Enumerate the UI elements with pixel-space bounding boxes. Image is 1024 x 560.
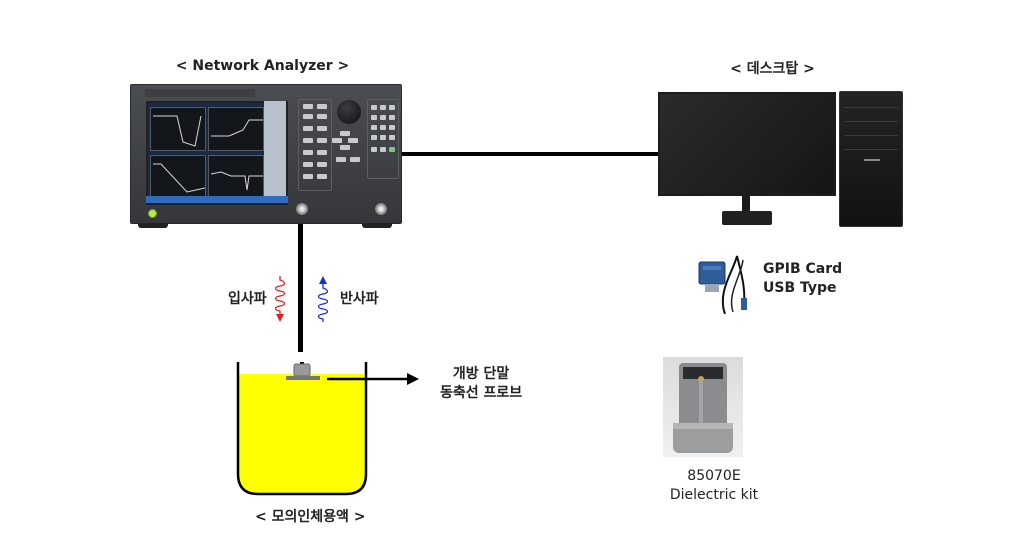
pc-tower-icon xyxy=(839,91,903,227)
key xyxy=(389,125,395,130)
key xyxy=(317,104,327,109)
trace-3 xyxy=(153,163,206,193)
key xyxy=(317,162,327,167)
key xyxy=(303,174,313,179)
key xyxy=(336,157,346,162)
desktop-title: < 데스크탑 > xyxy=(730,61,815,77)
incident-wave-arrow-icon xyxy=(274,276,286,322)
key xyxy=(303,138,313,143)
probe-label-line2: 동축선 프로브 xyxy=(440,385,523,401)
key xyxy=(380,105,386,110)
network-analyzer-icon xyxy=(130,84,402,224)
gpib-label: GPIB Card USB Type xyxy=(763,260,842,298)
power-button-icon xyxy=(148,209,157,218)
reflected-wave-label: 반사파 xyxy=(340,291,379,307)
key xyxy=(317,138,327,143)
screen-plot-4 xyxy=(208,155,264,199)
key xyxy=(389,135,395,140)
dielectric-probe-icon xyxy=(673,363,733,453)
key xyxy=(317,126,327,131)
network-analyzer-title: < Network Analyzer > xyxy=(175,58,350,74)
analyzer-foot xyxy=(138,223,168,228)
analyzer-foot xyxy=(362,223,392,228)
solution-label: < 모의인체용액 > xyxy=(255,509,366,525)
key xyxy=(340,145,350,150)
key xyxy=(332,138,342,143)
monitor-icon xyxy=(658,92,836,196)
dielectric-kit-model: 85070E xyxy=(687,468,741,484)
analyzer-statusbar xyxy=(146,196,288,203)
drive-bay xyxy=(844,138,898,150)
key xyxy=(371,115,377,120)
beaker-icon xyxy=(236,362,368,496)
key xyxy=(340,131,350,136)
key xyxy=(389,105,395,110)
pc-brand-logo xyxy=(864,159,880,161)
key xyxy=(380,125,386,130)
drive-bay xyxy=(844,96,898,108)
key xyxy=(303,114,313,119)
key xyxy=(317,114,327,119)
gpib-cable-line xyxy=(402,152,658,156)
screen-plot-1 xyxy=(150,107,206,151)
probe-label: 개방 단말 동축선 프로브 xyxy=(440,365,522,403)
drive-bay xyxy=(844,110,898,122)
key xyxy=(380,115,386,120)
probe-pointer-arrow-icon xyxy=(327,373,419,385)
drive-bay xyxy=(844,124,898,136)
monitor-stand xyxy=(742,196,750,212)
key xyxy=(380,147,386,152)
probe-label-line1: 개방 단말 xyxy=(452,366,510,382)
gpib-label-line1: GPIB Card xyxy=(763,261,843,277)
key xyxy=(317,174,327,179)
coax-cable-line xyxy=(298,224,303,352)
key xyxy=(380,135,386,140)
key xyxy=(303,150,313,155)
dielectric-kit-label: 85070E Dielectric kit xyxy=(654,467,774,505)
dielectric-kit-image xyxy=(663,357,743,457)
analyzer-softkeys xyxy=(264,101,286,197)
key xyxy=(371,147,377,152)
screen-plot-2 xyxy=(208,107,264,151)
key xyxy=(389,115,395,120)
trace-2 xyxy=(211,119,263,137)
reflected-wave-arrow-icon xyxy=(317,276,329,322)
port-1-connector-icon xyxy=(296,203,308,215)
gpib-adapter-icon xyxy=(698,255,747,314)
analyzer-knob xyxy=(337,100,361,124)
key xyxy=(389,147,395,152)
monitor-base xyxy=(722,211,772,225)
key xyxy=(303,104,313,109)
key xyxy=(303,162,313,167)
analyzer-keypad-right xyxy=(367,99,399,179)
port-2-connector-icon xyxy=(375,203,387,215)
key xyxy=(371,105,377,110)
trace-1 xyxy=(153,115,202,147)
key xyxy=(303,126,313,131)
key xyxy=(371,135,377,140)
key xyxy=(317,150,327,155)
trace-4 xyxy=(210,171,263,191)
incident-wave-label: 입사파 xyxy=(228,291,267,307)
screen-plot-3 xyxy=(150,155,206,199)
key xyxy=(371,125,377,130)
dielectric-kit-name: Dielectric kit xyxy=(669,487,759,503)
gpib-label-line2: USB Type xyxy=(763,280,837,296)
key xyxy=(348,138,358,143)
analyzer-brand-strip xyxy=(145,89,255,97)
key xyxy=(350,157,360,162)
analyzer-keypad-left xyxy=(298,99,332,191)
